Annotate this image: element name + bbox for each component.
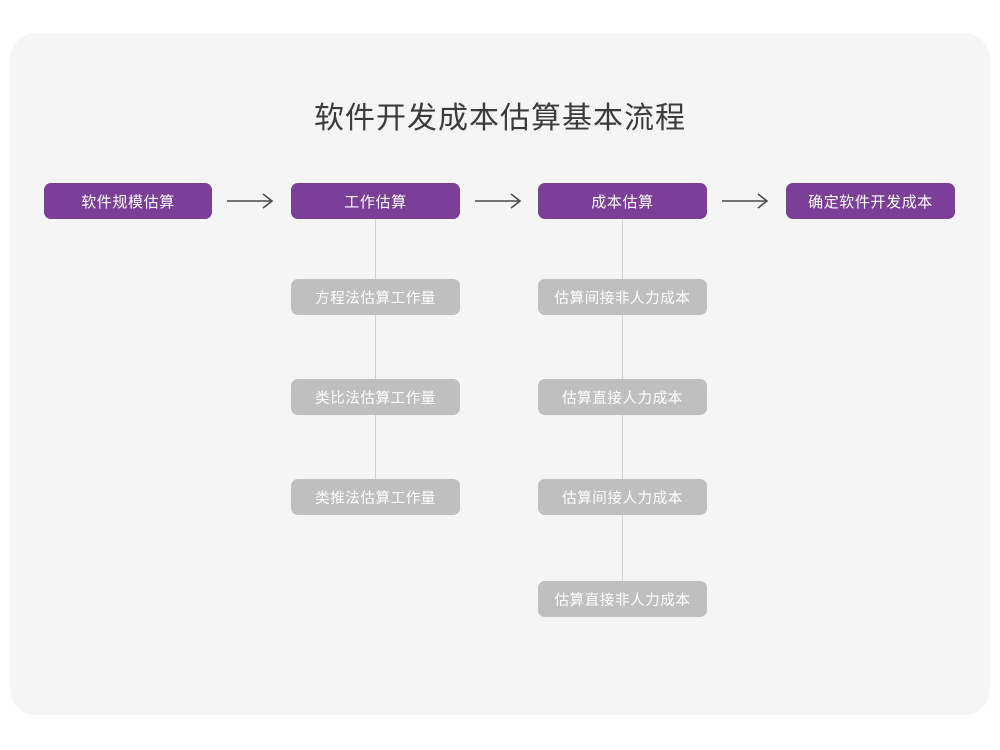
stage-node-2-label: 工作估算 [344, 193, 407, 211]
stage-node-2[interactable]: 工作估算 [291, 183, 460, 219]
substep-node-stage2-1[interactable]: 方程法估算工作量 [291, 279, 460, 315]
substep-node-stage2-1-label: 方程法估算工作量 [315, 290, 436, 307]
connector-line-stage-3 [622, 218, 623, 616]
stage-node-3-label: 成本估算 [591, 193, 654, 211]
substep-node-stage3-3-label: 估算间接人力成本 [562, 490, 683, 507]
stage-node-1[interactable]: 软件规模估算 [44, 183, 212, 219]
long-right-arrow-icon-3 [719, 183, 775, 219]
stage-node-4-label: 确定软件开发成本 [808, 193, 933, 211]
substep-node-stage3-2-label: 估算直接人力成本 [562, 390, 683, 407]
substep-node-stage2-3[interactable]: 类推法估算工作量 [291, 479, 460, 515]
substep-node-stage3-3[interactable]: 估算间接人力成本 [538, 479, 707, 515]
substep-node-stage2-2-label: 类比法估算工作量 [315, 390, 436, 407]
substep-node-stage3-2[interactable]: 估算直接人力成本 [538, 379, 707, 415]
connector-line-stage-2 [375, 218, 376, 513]
stage-node-4[interactable]: 确定软件开发成本 [786, 183, 955, 219]
substep-node-stage2-3-label: 类推法估算工作量 [315, 490, 436, 507]
page-title: 软件开发成本估算基本流程 [314, 102, 686, 135]
long-right-arrow-icon-1 [224, 183, 280, 219]
stage-node-3[interactable]: 成本估算 [538, 183, 707, 219]
stage-node-1-label: 软件规模估算 [81, 193, 175, 211]
diagram-canvas [10, 33, 990, 715]
substep-node-stage3-4-label: 估算直接非人力成本 [554, 592, 691, 609]
substep-node-stage3-4[interactable]: 估算直接非人力成本 [538, 581, 707, 617]
substep-node-stage2-2[interactable]: 类比法估算工作量 [291, 379, 460, 415]
substep-node-stage3-1-label: 估算间接非人力成本 [554, 290, 691, 307]
substep-node-stage3-1[interactable]: 估算间接非人力成本 [538, 279, 707, 315]
long-right-arrow-icon-2 [472, 183, 528, 219]
